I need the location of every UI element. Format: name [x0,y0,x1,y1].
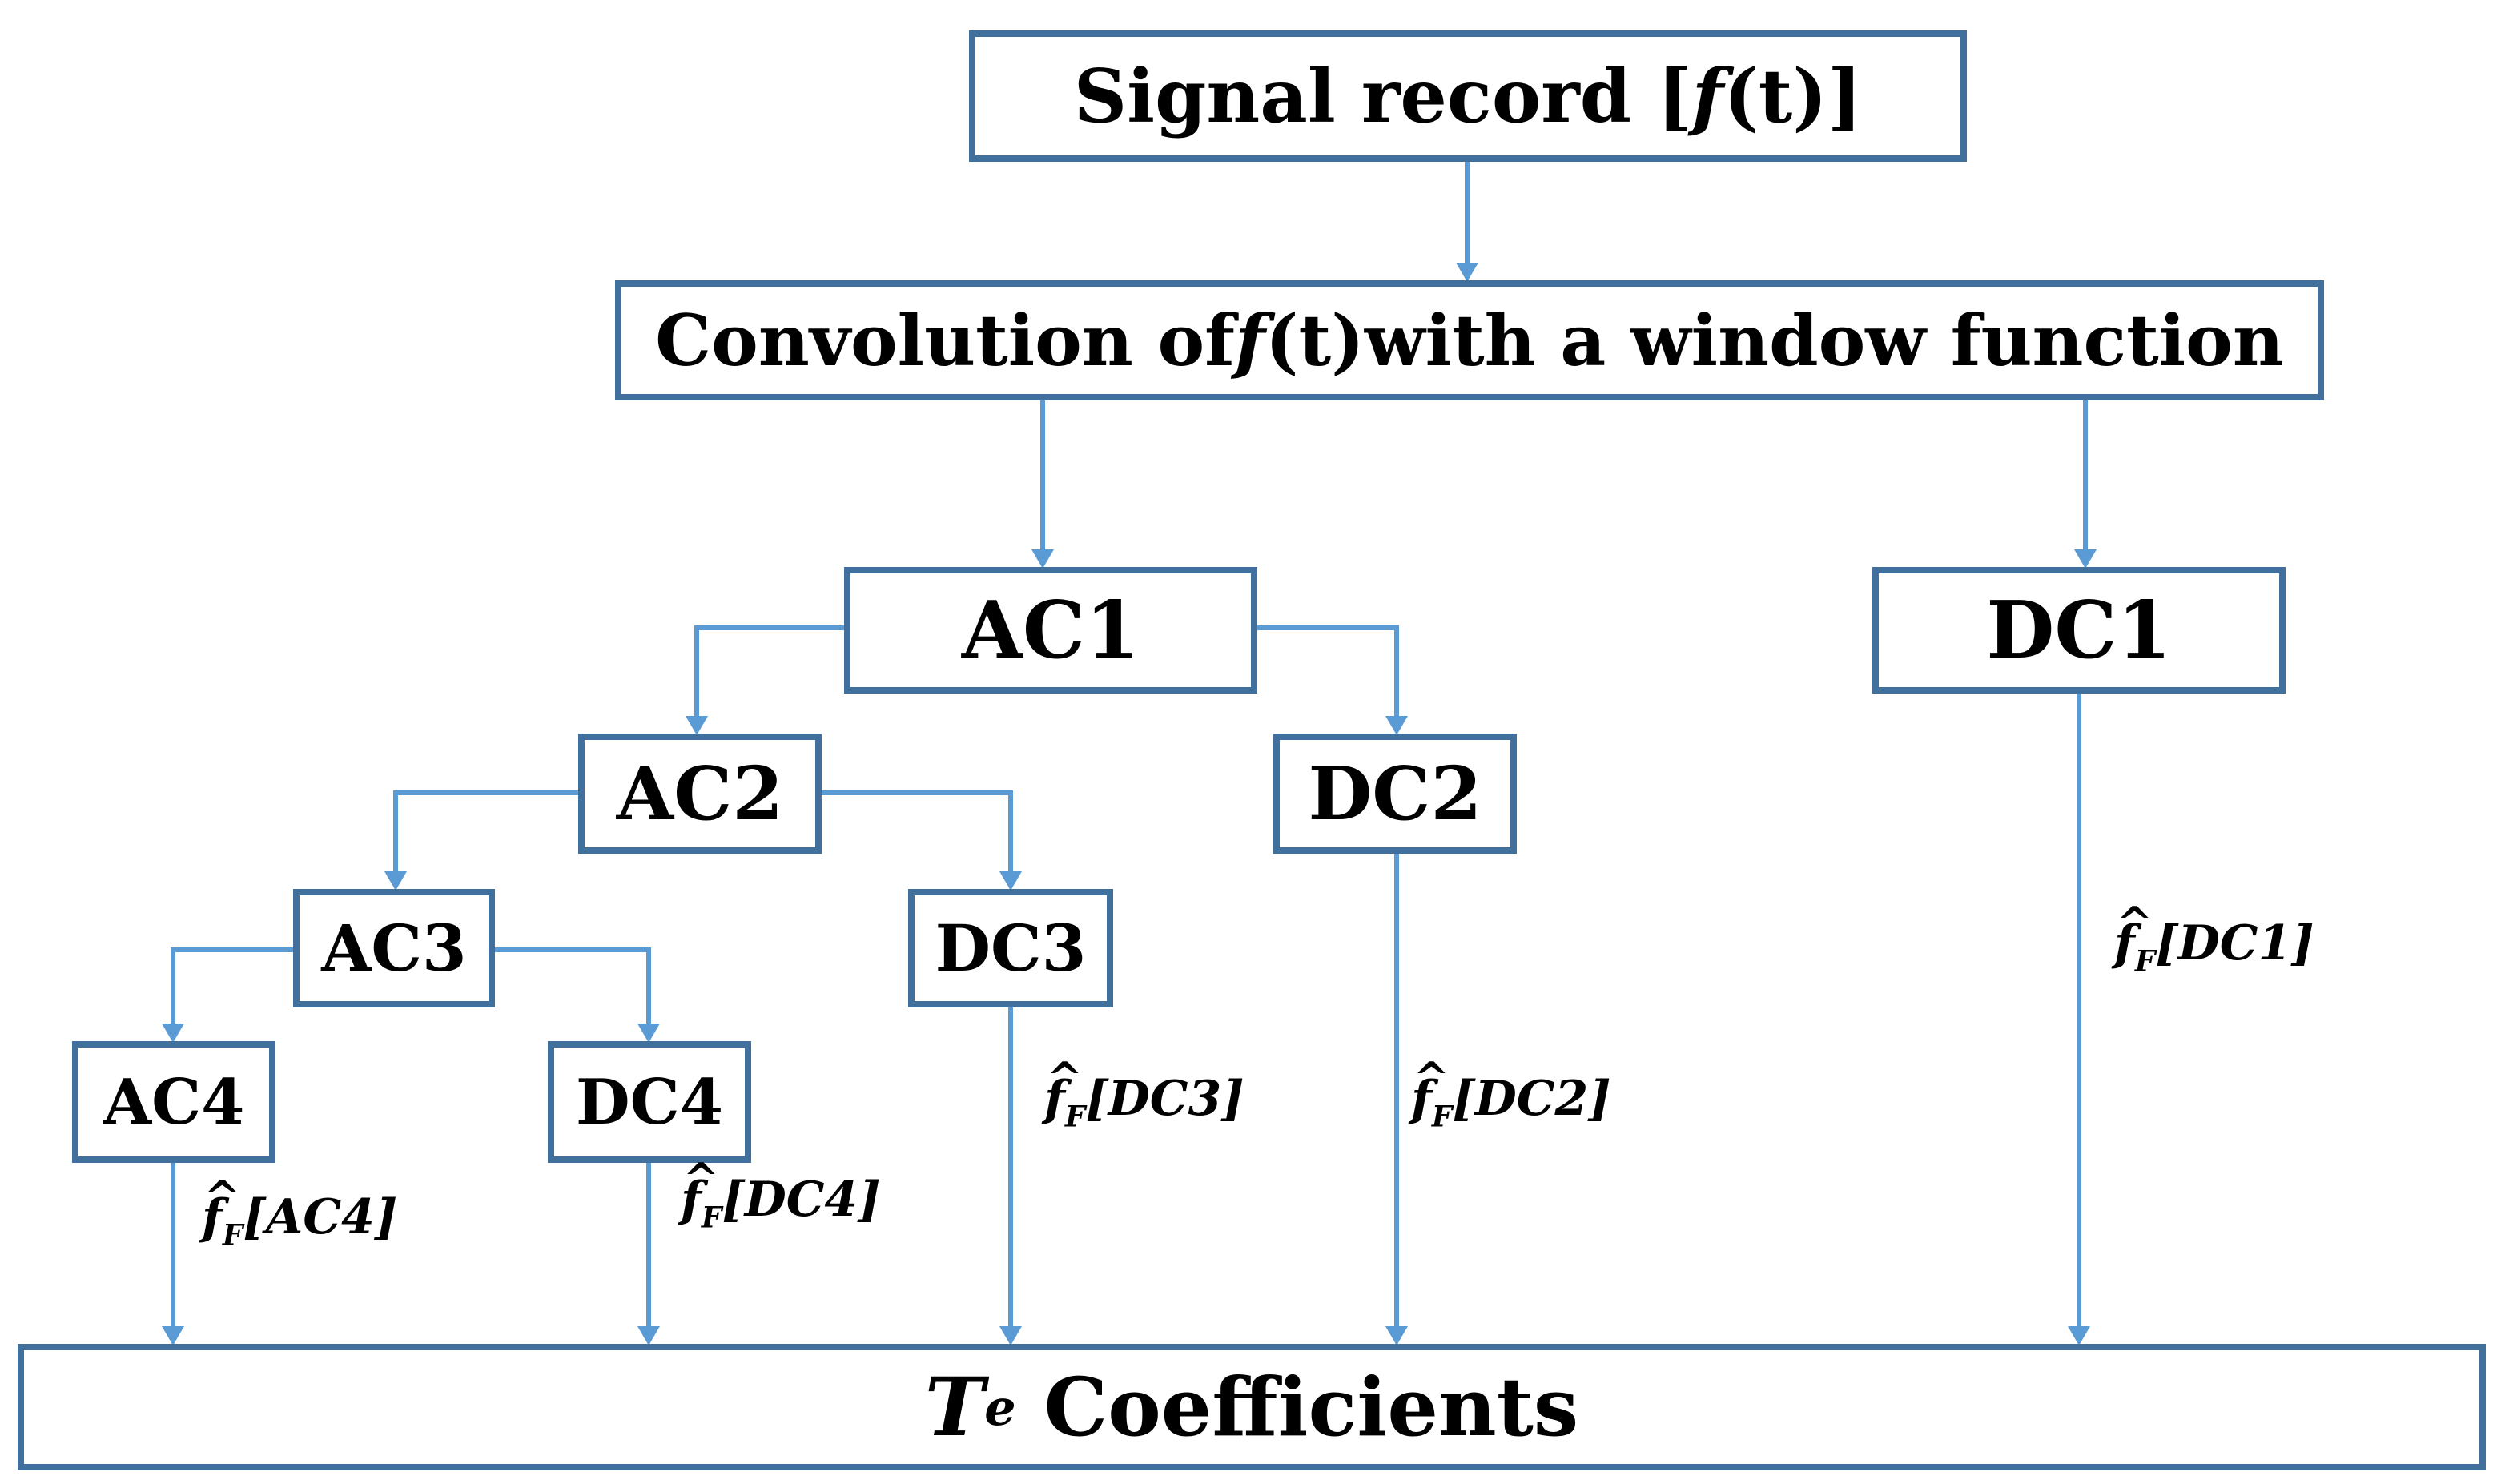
convolution-prefix: Convolution of [655,299,1236,382]
arrowhead [162,1326,184,1345]
arrowhead [384,871,407,891]
signal-record-fn: f [1691,53,1724,139]
connector-ac1-to-ac2 [694,625,846,718]
edge-label-fn: f [681,1157,719,1224]
arrowhead [2074,549,2097,569]
ac4-label: AC4 [103,1065,245,1139]
edge-label-fn: f [1044,1056,1083,1123]
edge-label-ac4: fF[AC4] [202,1175,397,1253]
convolution-box: Convolution of f(t) with a window functi… [615,280,2324,400]
te-subscript: e [984,1377,1016,1437]
edge-label-dc4-arg: [DC4] [722,1172,881,1228]
ac2-box: AC2 [578,734,822,854]
arrowhead [1385,1326,1408,1345]
convolution-fn: f [1235,299,1265,382]
convolution-arg: (t) [1265,299,1365,382]
ac1-box: AC1 [844,567,1257,694]
edge-label-fn: f [202,1175,240,1241]
connector-ac2-to-dc3 [820,790,1013,873]
arrowhead [1385,716,1408,735]
edge-label-fn: f [1411,1056,1450,1123]
dc1-label: DC1 [1986,584,2172,677]
edge-label-dc3-arg: [DC3] [1085,1071,1244,1127]
edge-label-dc1: fF[DC1] [2114,901,2314,979]
edge-label-sub: F [2134,944,2156,979]
convolution-suffix: with a window function [1364,299,2284,382]
arrowhead [1456,263,1478,282]
ac1-label: AC1 [961,584,1140,677]
edge-label-dc1-arg: [DC1] [2155,915,2314,971]
arrowhead [162,1024,184,1043]
signal-record-box: Signal record [f(t)] [969,30,1967,162]
dc3-label: DC3 [935,911,1087,986]
arrowhead [686,716,708,735]
te-coefficients-text: Coefficients [1015,1360,1579,1454]
arrowhead [2068,1326,2090,1345]
dc1-box: DC1 [1872,567,2286,694]
connector-ac3-to-ac4 [171,947,295,1025]
edge-label-ac4-arg: [AC4] [243,1189,398,1245]
edge-label-sub: F [701,1200,722,1235]
connector-ac3-to-dc4 [493,947,651,1025]
ac2-label: AC2 [616,750,784,837]
dc4-box: DC4 [548,1041,751,1163]
signal-record-prefix: Signal record [ [1073,53,1692,139]
edge-label-dc4: fF[DC4] [681,1157,881,1235]
edge-label-fn: f [2114,901,2153,967]
dc3-box: DC3 [908,889,1113,1007]
connector-ac2-to-ac3 [393,790,580,873]
ac4-box: AC4 [72,1041,275,1163]
arrowhead [637,1024,660,1043]
edge-label-sub: F [1431,1100,1453,1134]
edge-label-dc2: fF[DC2] [1411,1056,1611,1134]
edge-label-dc2-arg: [DC2] [1452,1071,1611,1127]
dc2-label: DC2 [1308,750,1482,837]
ac3-label: AC3 [321,911,467,986]
edge-label-dc3: fF[DC3] [1044,1056,1244,1134]
arrowhead [999,1326,1022,1345]
edge-label-sub: F [1064,1100,1086,1134]
arrowhead [1031,549,1054,569]
edge-label-sub: F [222,1218,243,1253]
arrowhead [999,871,1022,891]
signal-record-suffix: ] [1827,53,1863,139]
te-symbol: T [924,1360,985,1454]
dc4-label: DC4 [576,1065,723,1139]
arrowhead [637,1326,660,1345]
signal-record-arg: (t) [1723,53,1827,139]
dc2-box: DC2 [1273,734,1517,854]
connector-ac1-to-dc2 [1256,625,1399,718]
ac3-box: AC3 [293,889,495,1007]
